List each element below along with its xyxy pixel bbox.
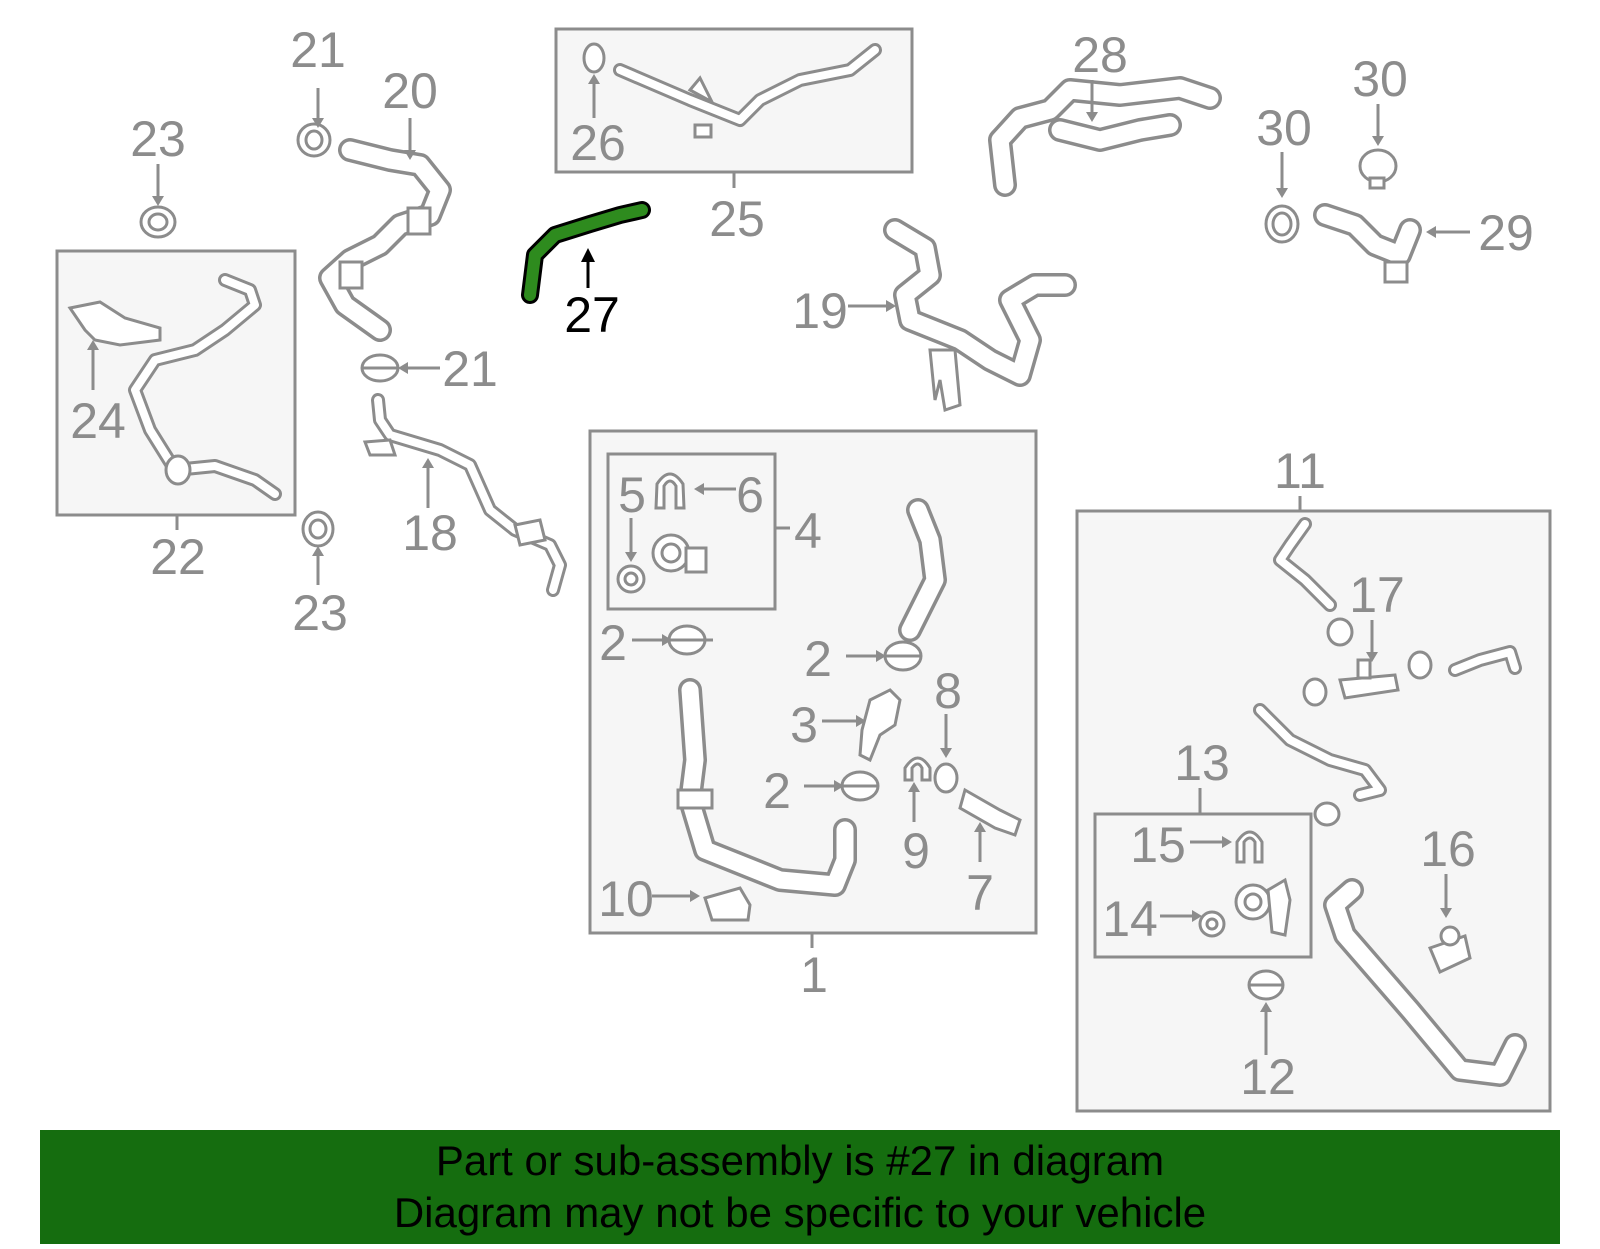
callout-28: 28 <box>1072 27 1128 83</box>
hose-clamp-2b[interactable] <box>883 640 923 672</box>
callout-7: 7 <box>966 865 994 921</box>
callout-6: 6 <box>736 467 764 523</box>
coolant-hose-box-1[interactable] <box>898 498 947 642</box>
callout-labels: 21 20 23 21 24 22 23 18 26 25 27 28 30 3… <box>70 22 1534 1105</box>
coolant-pipe-10[interactable] <box>676 678 857 897</box>
clip-9[interactable] <box>903 756 932 782</box>
assembly-box-11 <box>1075 509 1552 1113</box>
callout-21-top: 21 <box>290 22 346 78</box>
callout-2-mid: 2 <box>804 631 832 687</box>
callout-2-left: 2 <box>599 615 627 671</box>
elbow-fitting-4[interactable] <box>651 533 708 574</box>
hose-clamps-box-11[interactable] <box>1302 617 1433 827</box>
coolant-hose-box-11[interactable] <box>1323 878 1527 1087</box>
callout-30-right: 30 <box>1352 51 1408 107</box>
callout-14: 14 <box>1102 891 1158 947</box>
callout-29: 29 <box>1478 205 1534 261</box>
callout-19: 19 <box>792 283 848 339</box>
callout-2-low: 2 <box>763 763 791 819</box>
callout-27: 27 <box>564 287 620 343</box>
footer-banner: Part or sub-assembly is #27 in diagram D… <box>40 1130 1560 1244</box>
coolant-pipe-25[interactable] <box>613 43 882 139</box>
hose-clamp-30b[interactable] <box>1358 148 1398 190</box>
hose-clamp-2a[interactable] <box>667 624 713 656</box>
o-ring-26[interactable] <box>582 42 606 74</box>
hose-clamp-16[interactable] <box>1428 925 1472 975</box>
coolant-hose-20[interactable] <box>318 138 452 342</box>
bracket-10[interactable] <box>703 886 752 922</box>
callout-25: 25 <box>709 191 765 247</box>
callout-22: 22 <box>150 529 206 585</box>
leader-lines <box>87 74 1470 1055</box>
coolant-pipe-22[interactable] <box>128 273 282 501</box>
mounting-bracket-24[interactable] <box>67 300 162 347</box>
clip-15[interactable] <box>1235 830 1264 864</box>
callout-4: 4 <box>794 503 822 559</box>
callout-17: 17 <box>1349 567 1405 623</box>
callout-15: 15 <box>1130 817 1186 873</box>
coolant-hose-29[interactable] <box>1313 203 1422 284</box>
callout-1: 1 <box>800 947 828 1003</box>
coolant-pipe-18[interactable] <box>362 393 567 597</box>
hose-clamp-23a[interactable] <box>139 205 177 239</box>
hose-clamp-12[interactable] <box>1247 969 1285 1001</box>
clip-6[interactable] <box>654 472 686 510</box>
callout-10: 10 <box>598 871 654 927</box>
coolant-pipe-11[interactable] <box>1253 517 1522 802</box>
o-ring-5[interactable] <box>616 564 646 594</box>
callout-12: 12 <box>1240 1049 1296 1105</box>
hose-clamp-2c[interactable] <box>840 770 880 802</box>
callout-13: 13 <box>1174 735 1230 791</box>
callout-5: 5 <box>618 467 646 523</box>
sensor-7[interactable] <box>958 787 1022 837</box>
hose-clamp-21a[interactable] <box>296 122 332 158</box>
callout-21-bottom: 21 <box>442 341 498 397</box>
callout-23-bottom: 23 <box>292 585 348 641</box>
callout-26: 26 <box>570 115 626 171</box>
hose-clamp-30a[interactable] <box>1264 204 1300 244</box>
callout-18: 18 <box>402 505 458 561</box>
footer-line-part: Part or sub-assembly is #27 in diagram <box>435 1137 1165 1184</box>
callout-11: 11 <box>1274 443 1326 499</box>
tee-connector-17[interactable] <box>1338 658 1400 700</box>
callout-9: 9 <box>902 823 930 879</box>
hose-clamp-21b[interactable] <box>360 353 400 383</box>
coolant-hose-27-highlighted[interactable] <box>521 201 651 304</box>
callout-30-left: 30 <box>1256 100 1312 156</box>
connector-3[interactable] <box>858 688 902 763</box>
coolant-hose-19[interactable] <box>883 218 1077 412</box>
assembly-box-25 <box>554 27 914 174</box>
callout-3: 3 <box>790 697 818 753</box>
callout-16: 16 <box>1420 821 1476 877</box>
callout-23-top: 23 <box>130 111 186 167</box>
footer-line-disclaimer: Diagram may not be specific to your vehi… <box>393 1189 1207 1236</box>
o-ring-14[interactable] <box>1198 910 1226 938</box>
callout-24: 24 <box>70 393 126 449</box>
coolant-hose-28[interactable] <box>988 76 1222 197</box>
hose-clamp-23b[interactable] <box>301 510 335 548</box>
callout-8: 8 <box>934 663 962 719</box>
elbow-fitting-13[interactable] <box>1234 877 1292 937</box>
o-ring-8[interactable] <box>933 762 959 794</box>
callout-20: 20 <box>382 63 438 119</box>
